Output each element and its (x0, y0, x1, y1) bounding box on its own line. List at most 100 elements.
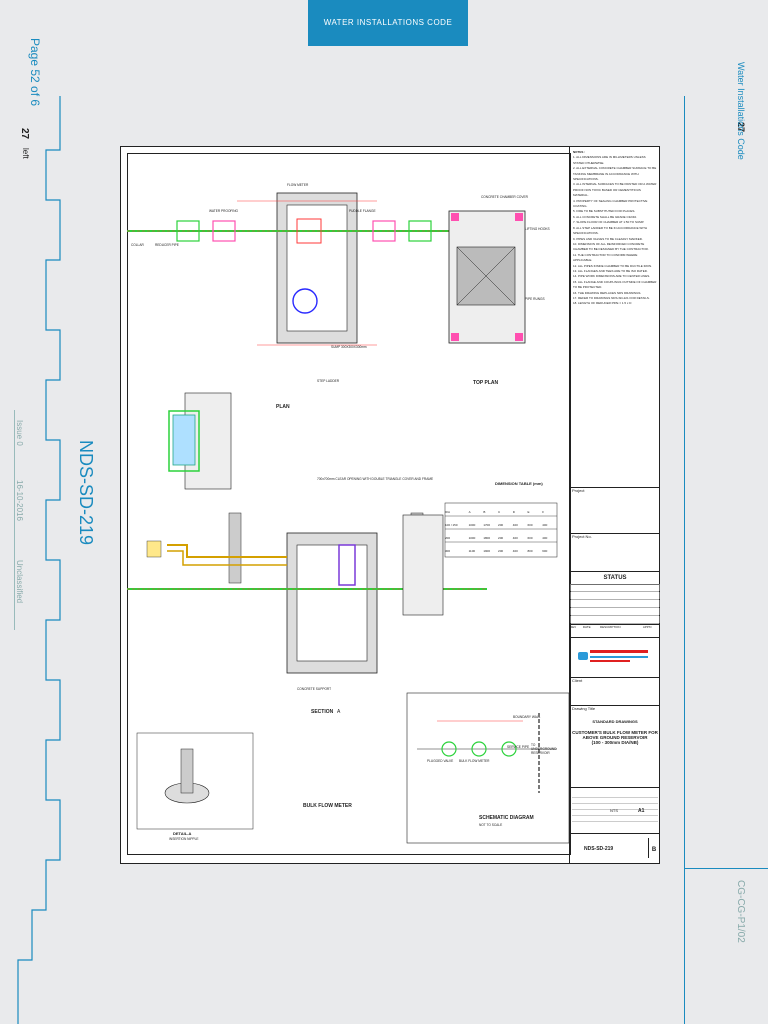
lifting-hook-3 (451, 333, 459, 341)
dt-h-6: F (542, 509, 545, 514)
table-cell: 200 (445, 535, 451, 540)
table-cell: 400 (542, 535, 548, 540)
note-item: 16. THE DRAWING REPLACES NDS DRAWINGS. (573, 290, 642, 295)
note-item: 9. PIPES AND VALVES TO BE CLEARLY MARKED… (573, 236, 643, 241)
table-cell: 1800 (483, 535, 490, 540)
section-meter (338, 544, 356, 586)
lifting-hook-2 (515, 213, 523, 221)
engineering-drawing (127, 192, 569, 844)
label-step-ladder: STEP LADDER (317, 379, 340, 383)
left-margin-stepline (17, 96, 61, 1024)
client-label: Client (572, 678, 583, 683)
status-label: STATUS (603, 575, 627, 581)
dt-h-3: C (498, 509, 501, 514)
bulk-flow-meter-title: BULK FLOW METER (303, 803, 352, 809)
label-concrete-support: CONCRETE SUPPORT (297, 687, 332, 691)
schematic-title: SCHEMATIC DIAGRAM (479, 815, 534, 821)
status-cell: STATUS (570, 571, 660, 585)
table-cell: 1000 (468, 535, 476, 540)
drawing-no-value: NDS-SD-219 (584, 846, 614, 852)
note-item: 13. ALL FLANGES AND TEES ARE TO BE ISO R… (573, 268, 648, 273)
header-title: WATER INSTALLATIONS CODE (323, 18, 453, 27)
note-item: 14. PIPE WORK DIMENSIONS ARE TO CENTER L… (573, 274, 651, 279)
table-cell: 1100 (468, 548, 476, 553)
drawing-title-cell: Drawing Title STANDARD DRAWINGS CUSTOMER… (570, 705, 660, 788)
lifting-hook-4 (515, 333, 523, 341)
section-ref: A (337, 709, 341, 715)
plan-view-title: PLAN (276, 404, 290, 410)
schematic-diagram (406, 692, 569, 844)
rev-col-description: DESCRIPTION (600, 625, 621, 629)
project-label: Project (572, 488, 585, 493)
drawing-sheet: PLAN TOP PLAN SECTION A BULK FLOW METER … (120, 146, 660, 864)
note-item: 6. ALL CONCRETE SHALL BE GRADE C32/40. (573, 214, 637, 219)
standard-drawings-label: STANDARD DRAWINGS (592, 719, 638, 724)
table-cell: 600 (527, 535, 533, 540)
revision-header: REV DATE DESCRIPTION APP'D (570, 624, 660, 629)
note-item: 18. LENGTH OF REDUCER PIPE = 1.5 x D (573, 301, 632, 306)
project-no-cell: Project No. (570, 533, 660, 572)
revision-table: REV DATE DESCRIPTION APP'D (570, 584, 660, 632)
rev-col-appd: APP'D (642, 625, 652, 629)
doc-title-right: Water Installations Code (736, 62, 746, 160)
left-info-divider (14, 410, 25, 630)
rev-col-date: DATE (582, 625, 591, 629)
note-item: 17. REFER TO DRAWINGS NDS-SD-221 FOR DET… (573, 295, 650, 300)
lifting-hook-1 (451, 213, 459, 221)
right-margin-stub (684, 868, 768, 869)
plan-collar-right (408, 220, 432, 242)
table-cell: 400 (512, 522, 518, 527)
right-margin-line (684, 96, 685, 1024)
dt-h-4: D (512, 509, 515, 514)
label-mh-cover: 700x700mm CLEAR OPENING WITH DOUBLE TRIA… (317, 477, 434, 481)
detail-a-title: DETAIL-A (173, 831, 192, 836)
drawing-number-margin: NDS-SD-219 (76, 440, 96, 546)
table-cell: 200 (498, 522, 504, 527)
note-item: 4. PROPERTY OF SEALING CHAMBER PROTECTIV… (573, 198, 648, 209)
top-plan-title: TOP PLAN (473, 380, 499, 386)
label-puddle-flange: PUDDLE FLANGE (349, 209, 376, 213)
table-cell: 800 (527, 548, 533, 553)
table-row: 100 / 150 1000 1700 200 400 600 400 (445, 518, 557, 531)
title-block: NOTES : 1. ALL DIMENSIONS ARE IN MILLIME… (569, 147, 660, 863)
section-title: SECTION (311, 709, 334, 715)
table-cell: 400 (542, 522, 548, 527)
label-flow-meter: FLOW METER (287, 183, 309, 187)
label-water-proofing: WATER PROOFING (209, 209, 239, 213)
label-collar: COLLAR (131, 243, 144, 247)
plan-chamber-interior (286, 204, 348, 332)
table-row: 300 1100 1900 200 400 800 600 (445, 544, 557, 557)
plan-view (127, 192, 457, 346)
project-no-label: Project No. (572, 534, 592, 539)
label-to-reservoir: TO UNDERGROUND RESERVOIR (531, 743, 557, 755)
plan-flow-meter (296, 218, 322, 244)
note-item: 15. ALL FLANGE AND COUPLINGS OUTSIDE OF … (573, 279, 657, 290)
client-cell: Client (570, 677, 660, 706)
not-to-scale-label: NOT TO SCALE (479, 823, 503, 827)
detail-left-view (168, 392, 232, 490)
client-logo-cell (570, 637, 660, 678)
top-plan-diag-2 (456, 246, 516, 306)
drawing-title-line-2: ABOVE GROUND RESERVOIR (582, 735, 648, 740)
doc-code-right: CG-CG-P1/02 (735, 880, 746, 943)
scale-cell: NTS A1 (570, 787, 660, 834)
dt-h-0: DIA (445, 509, 451, 514)
dt-h-5: E (527, 509, 530, 514)
note-item: 5. FIRE TO BE SUBSTITUTED FOR PLACES. (573, 209, 636, 214)
scale-value: NTS (610, 808, 618, 813)
label-lifting-hooks: LIFTING HOOKS (525, 227, 550, 231)
label-pipe-rungs: PIPE RUNGS (525, 297, 545, 301)
notes-panel: NOTES : 1. ALL DIMENSIONS ARE IN MILLIME… (573, 150, 657, 480)
table-cell: 1000 (468, 522, 476, 527)
note-item: 1. ALL DIMENSIONS ARE IN MILLIMETERS UNL… (573, 155, 646, 165)
table-cell: 100 / 150 (445, 522, 458, 527)
dimension-table-title: DIMENSION TABLE (mm) (495, 481, 543, 486)
drawing-title-label: Drawing Title (572, 706, 596, 711)
detail-a-subtitle: INSERTION NIPPLE (169, 837, 199, 841)
detail-a-view (136, 732, 254, 830)
plan-valve-right (372, 220, 396, 242)
table-cell: 600 (542, 548, 548, 553)
dimension-table-header: DIA A B C D E F (445, 505, 557, 518)
dt-h-1: A (468, 509, 471, 514)
label-service-pipe: SERVICE PIPE (507, 745, 530, 749)
